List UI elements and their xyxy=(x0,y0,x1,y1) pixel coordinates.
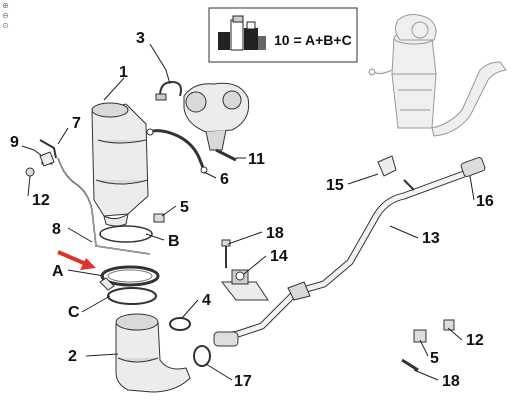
zoom-out-icon[interactable]: ⊖ xyxy=(2,11,9,20)
zoom-reset-icon[interactable]: ⊙ xyxy=(2,21,9,30)
callout-3: 3 xyxy=(136,30,145,47)
part-9-connector[interactable] xyxy=(39,151,55,167)
part-b-gasket[interactable] xyxy=(99,225,153,243)
part-12-nut-right[interactable] xyxy=(443,319,455,331)
part-5-nut-lower[interactable] xyxy=(413,329,427,343)
callout-a: A xyxy=(52,263,64,280)
callout-18-upper: 18 xyxy=(266,225,284,242)
part-1-dpf-upper[interactable] xyxy=(91,102,149,227)
part-15-sensor[interactable] xyxy=(377,155,415,191)
callout-5-lower: 5 xyxy=(430,350,439,367)
part-14-hanger[interactable] xyxy=(220,269,269,301)
callout-11: 11 xyxy=(248,151,265,168)
callout-13: 13 xyxy=(422,230,440,247)
callout-6: 6 xyxy=(220,171,229,188)
part-c-seal[interactable] xyxy=(107,287,157,305)
part-18-bolt-lower[interactable] xyxy=(401,358,419,372)
callout-2: 2 xyxy=(68,348,77,365)
part-3-clamp[interactable] xyxy=(155,80,182,101)
part-2-dpf-lower[interactable] xyxy=(115,313,191,393)
callout-7: 7 xyxy=(72,115,81,132)
assembly-legend-box: 10 = A+B+C xyxy=(208,7,358,63)
part-a-clamp[interactable] xyxy=(99,265,160,291)
callout-14: 14 xyxy=(270,248,288,265)
callout-8: 8 xyxy=(52,221,61,238)
leader-lines xyxy=(21,43,475,381)
highlight-arrow-icon xyxy=(57,250,96,270)
part-6-bracket[interactable] xyxy=(146,128,208,174)
reference-assembly-illustration xyxy=(368,14,507,137)
callout-12-right: 12 xyxy=(466,332,484,349)
callout-b: B xyxy=(168,233,180,250)
part-4-clamp[interactable] xyxy=(169,317,191,331)
callout-9: 9 xyxy=(10,134,19,151)
turbocharger[interactable] xyxy=(183,82,250,151)
callout-c: C xyxy=(68,304,80,321)
callout-4: 4 xyxy=(202,292,211,309)
part-5-nut-upper[interactable] xyxy=(153,213,165,223)
part-12-nut-left[interactable] xyxy=(25,167,35,177)
callout-12-left: 12 xyxy=(32,192,50,209)
callout-15: 15 xyxy=(326,177,344,194)
callout-16: 16 xyxy=(476,193,494,210)
callout-17: 17 xyxy=(234,373,252,390)
callout-1: 1 xyxy=(119,64,128,81)
part-17-clamp[interactable] xyxy=(193,345,211,367)
zoom-in-icon[interactable]: ⊕ xyxy=(2,1,9,10)
part-11-bolt[interactable] xyxy=(215,148,237,162)
part-13-exhaust-pipe[interactable] xyxy=(213,157,486,347)
callout-18-lower: 18 xyxy=(442,373,460,390)
callout-5-upper: 5 xyxy=(180,199,189,216)
legend-formula: 10 = A+B+C xyxy=(274,32,352,48)
parts-kit-icon xyxy=(218,15,266,51)
part-8-pressure-pipe[interactable] xyxy=(57,157,151,255)
